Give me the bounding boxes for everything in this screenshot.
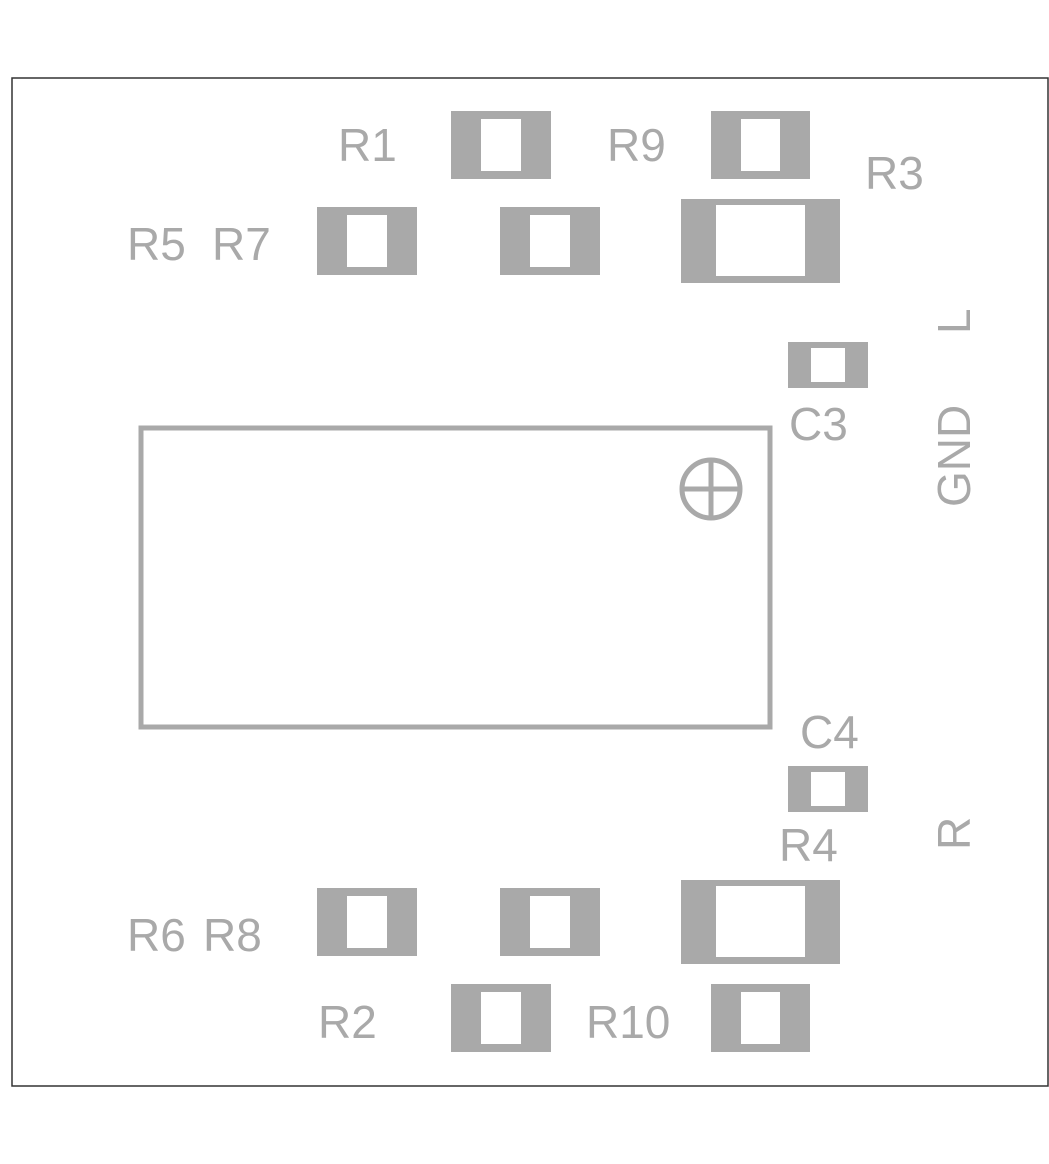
footprint-r1 [451, 111, 551, 179]
label-r10: R10 [586, 996, 670, 1048]
footprint-c3 [788, 342, 868, 388]
label-r6: R6 [127, 909, 186, 961]
ic-body-outline [138, 425, 773, 730]
connector-label-l: L [928, 308, 980, 334]
footprint-r3 [681, 199, 840, 283]
label-r3: R3 [865, 147, 924, 199]
footprint-r10 [711, 984, 810, 1052]
label-r8: R8 [203, 909, 262, 961]
label-r1: R1 [338, 119, 397, 171]
label-r7: R7 [212, 218, 271, 270]
footprint-r7 [500, 207, 600, 275]
footprint-c4 [788, 766, 868, 812]
pin1-marker-icon [679, 457, 743, 521]
footprint-r5 [317, 207, 417, 275]
footprint-r6 [317, 888, 417, 956]
connector-label-r: R [928, 817, 980, 850]
label-r2: R2 [318, 996, 377, 1048]
footprint-r9 [711, 111, 810, 179]
label-r4: R4 [779, 819, 838, 871]
footprint-r4 [681, 880, 840, 964]
footprint-r8 [500, 888, 600, 956]
board-outline [11, 77, 1049, 1087]
label-c4: C4 [800, 706, 859, 758]
footprint-r2 [451, 984, 551, 1052]
label-r9: R9 [607, 119, 666, 171]
label-r5: R5 [127, 218, 186, 270]
connector-label-gnd: GND [928, 405, 980, 507]
label-c3: C3 [789, 398, 848, 450]
